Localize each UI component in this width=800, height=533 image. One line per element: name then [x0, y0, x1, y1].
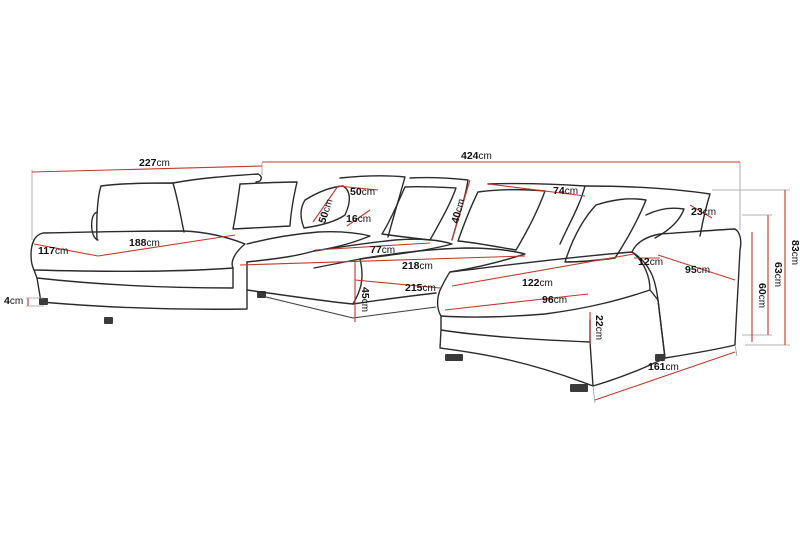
dim-line-16	[346, 209, 371, 227]
dim-line-50w	[337, 185, 379, 191]
label-23: 23cm	[691, 206, 716, 218]
middle-base-line	[265, 296, 437, 319]
dim-line-95	[657, 254, 736, 281]
right-pillow-2	[645, 207, 685, 239]
dim-line-161	[594, 351, 736, 401]
label-77: 77cm	[370, 244, 395, 256]
label-161: 161cm	[648, 361, 679, 373]
dim-line-117	[33, 243, 99, 257]
middle-seat-front-2	[352, 292, 437, 305]
right-foot-2	[570, 384, 588, 392]
label-50-height: 50cm	[316, 197, 335, 225]
dim-line-96	[444, 293, 589, 311]
label-227: 227cm	[139, 157, 170, 169]
middle-seat-front	[246, 258, 363, 305]
dim-line-23	[689, 204, 713, 219]
middle-back-cushion-1	[339, 175, 406, 238]
dim-line-74	[487, 183, 586, 197]
left-foot-2	[104, 317, 113, 324]
dim-line-122	[451, 253, 635, 287]
label-122: 122cm	[522, 277, 553, 289]
label-12: 12cm	[638, 256, 663, 268]
dim-line-218	[239, 255, 526, 266]
right-foot-1	[445, 354, 463, 361]
middle-seat-2	[313, 238, 453, 269]
label-424: 424cm	[461, 150, 492, 162]
middle-seat-3	[359, 247, 526, 273]
right-armrest-inner	[649, 289, 666, 359]
label-215: 215cm	[405, 282, 436, 294]
dim-line-50h	[312, 185, 339, 223]
right-armrest	[631, 228, 742, 359]
middle-pillow-2	[381, 185, 457, 241]
label-4: 4cm	[4, 295, 23, 307]
left-back-cushion-1	[96, 182, 185, 241]
dim-line-215	[354, 279, 441, 289]
dimension-lines	[26, 161, 790, 404]
left-throw-pillow	[232, 181, 298, 230]
left-bolster	[90, 211, 99, 241]
dimension-labels: 227cm 424cm 117cm 188cm 50cm 50cm 16cm 4…	[4, 150, 800, 373]
label-50-width: 50cm	[350, 186, 375, 198]
left-foot-1	[39, 298, 48, 305]
right-pillow-1	[564, 198, 647, 263]
label-63: 63cm	[772, 262, 784, 287]
left-back-cushion-2	[172, 173, 262, 184]
dim-line-188	[97, 234, 236, 257]
dim-line-77	[314, 242, 431, 251]
label-96: 96cm	[542, 294, 567, 306]
label-83: 83cm	[789, 240, 800, 265]
label-16: 16cm	[346, 213, 371, 225]
left-chaise-base	[36, 277, 248, 310]
dim-line-227	[31, 165, 263, 173]
right-chaise-seat	[436, 251, 651, 318]
left-chaise-seat	[30, 230, 246, 273]
middle-pillow-1	[300, 185, 350, 229]
right-back-cushion	[584, 185, 711, 237]
label-188: 188cm	[129, 237, 160, 249]
right-chaise-side	[439, 329, 594, 387]
middle-seat-1	[246, 231, 371, 263]
label-218: 218cm	[402, 260, 433, 272]
label-45: 45cm	[359, 287, 371, 312]
label-117: 117cm	[38, 245, 68, 257]
right-chaise-front	[440, 315, 591, 343]
label-40: 40cm	[449, 197, 467, 224]
left-chaise-front	[33, 267, 234, 289]
right-foot-3	[655, 354, 665, 361]
middle-pillow-3	[457, 188, 546, 251]
label-74: 74cm	[553, 185, 578, 197]
dim-line-40	[451, 179, 471, 241]
label-60: 60cm	[756, 283, 768, 308]
label-95: 95cm	[685, 264, 710, 276]
label-22: 22cm	[593, 315, 605, 340]
